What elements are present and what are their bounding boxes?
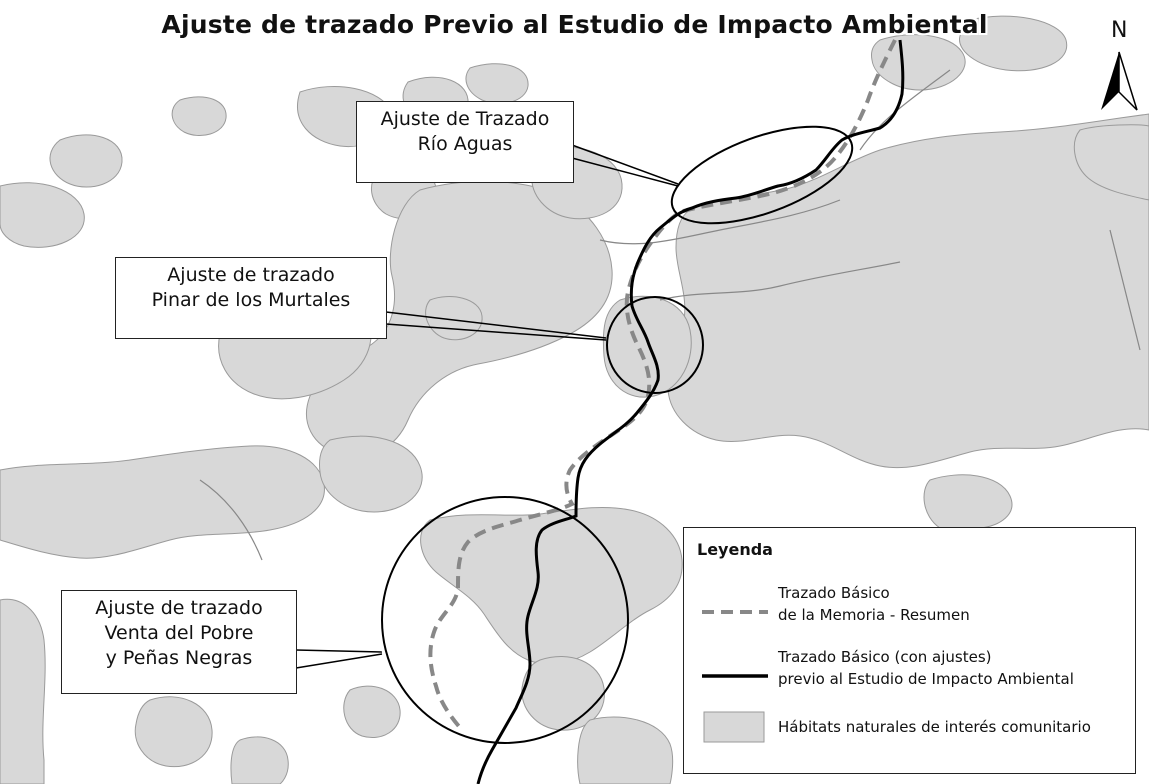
callout-line: Ajuste de trazado bbox=[95, 597, 263, 619]
habitat-patch bbox=[171, 96, 227, 136]
leader-line bbox=[385, 311, 607, 339]
river-line bbox=[659, 261, 901, 301]
habitat-patch bbox=[49, 134, 123, 188]
habitat-patch bbox=[667, 113, 1149, 469]
north-arrow bbox=[1101, 51, 1138, 111]
habitat-patch bbox=[420, 506, 683, 665]
habitat-patch bbox=[0, 445, 325, 559]
map-title: Ajuste de trazado Previo al Estudio de I… bbox=[161, 10, 988, 39]
north-arrow-left-half bbox=[1101, 52, 1119, 110]
habitat-patch bbox=[465, 63, 529, 104]
circle-pinar-murtales bbox=[606, 296, 704, 394]
habitat-patch bbox=[577, 716, 674, 784]
habitat-patch bbox=[1073, 124, 1149, 201]
gray-fill-symbol bbox=[703, 711, 765, 743]
river-line bbox=[199, 479, 263, 561]
habitat-patch bbox=[134, 696, 213, 768]
legend-line: Hábitats naturales de interés comunitari… bbox=[778, 718, 1091, 736]
callout-rio-aguas: Ajuste de Trazado Río Aguas bbox=[356, 101, 574, 183]
callout-line: Pinar de los Murtales bbox=[151, 289, 351, 311]
legend-line: Trazado Básico bbox=[778, 584, 890, 602]
habitat-patch bbox=[959, 15, 1068, 72]
legend-item-adjusted-route: Trazado Básico (con ajustes) previo al E… bbox=[684, 646, 1134, 690]
callout-line: y Peñas Negras bbox=[105, 647, 253, 669]
solid-line-symbol bbox=[702, 674, 768, 678]
callout-line: Ajuste de trazado bbox=[167, 264, 335, 286]
legend-text: Hábitats naturales de interés comunitari… bbox=[778, 716, 1091, 738]
dashed-line-symbol bbox=[702, 610, 768, 614]
legend-title: Leyenda bbox=[697, 540, 773, 559]
leader-line bbox=[295, 653, 383, 669]
route-basic-dashed bbox=[428, 39, 897, 732]
legend-text: Trazado Básico de la Memoria - Resumen bbox=[778, 582, 970, 626]
habitat-patch bbox=[319, 435, 423, 513]
legend-text: Trazado Básico (con ajustes) previo al E… bbox=[778, 646, 1074, 690]
callout-pinar-murtales: Ajuste de trazado Pinar de los Murtales bbox=[115, 257, 387, 339]
callout-venta-pobre: Ajuste de trazado Venta del Pobre y Peña… bbox=[61, 590, 297, 694]
route-adjusted-solid bbox=[476, 39, 905, 784]
habitat-patch bbox=[923, 474, 1013, 529]
callout-line: Venta del Pobre bbox=[104, 622, 254, 644]
habitat-areas bbox=[0, 15, 1149, 784]
leader-line bbox=[385, 323, 607, 341]
habitat-patch bbox=[0, 598, 46, 784]
north-label: N bbox=[1111, 18, 1128, 43]
adjustment-circles bbox=[381, 125, 854, 744]
legend-item-habitats: Hábitats naturales de interés comunitari… bbox=[684, 708, 1134, 752]
map-legend: Leyenda Trazado Básico de la Memoria - R… bbox=[683, 527, 1136, 774]
north-arrow-right-half bbox=[1118, 51, 1138, 111]
legend-line: Trazado Básico (con ajustes) bbox=[778, 648, 992, 666]
river-line bbox=[1109, 229, 1141, 351]
legend-item-basic-route: Trazado Básico de la Memoria - Resumen bbox=[684, 582, 1134, 626]
legend-line: de la Memoria - Resumen bbox=[778, 606, 970, 624]
habitat-patch bbox=[343, 685, 401, 738]
habitat-patch bbox=[0, 182, 85, 248]
river-line bbox=[599, 199, 841, 245]
leader-line bbox=[295, 649, 383, 653]
callout-line: Ajuste de Trazado bbox=[380, 108, 550, 130]
legend-line: previo al Estudio de Impacto Ambiental bbox=[778, 670, 1074, 688]
callout-line: Río Aguas bbox=[417, 133, 513, 155]
habitat-patch bbox=[230, 736, 289, 784]
circle-rio-aguas bbox=[670, 125, 854, 225]
circle-venta-pobre bbox=[381, 496, 629, 744]
leader-line bbox=[571, 144, 679, 185]
callout-leaders bbox=[295, 144, 679, 669]
leader-line bbox=[571, 157, 679, 187]
habitat-patch bbox=[425, 296, 483, 341]
